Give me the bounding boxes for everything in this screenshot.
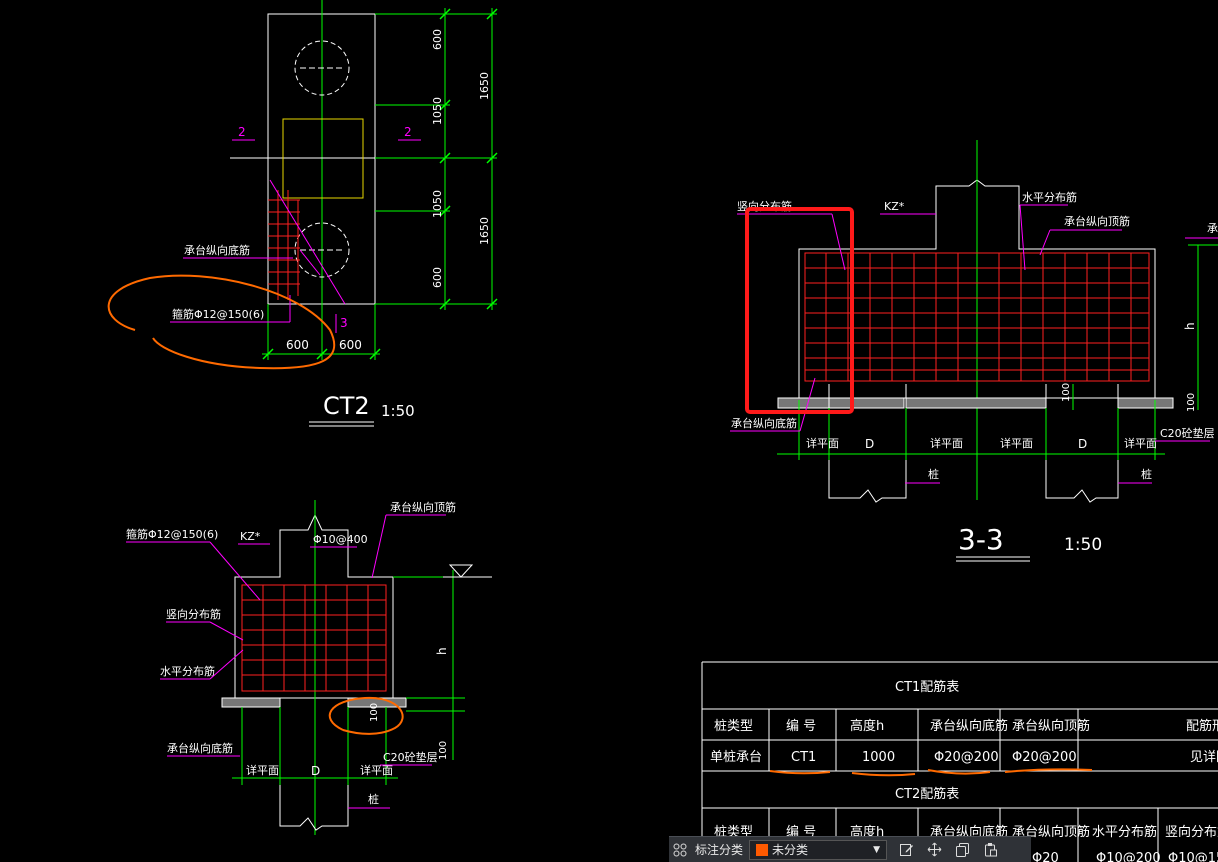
s33-label-pile-top-a: 详平面 (806, 436, 839, 450)
ct2-plan-view: 600 1050 1050 600 1650 1650 600 600 2 2 … (170, 0, 498, 427)
s22-label-top-bar: 承台纵向顶筋 (390, 500, 456, 514)
table-ct1-header-height: 高度h (850, 718, 884, 734)
s22-label-bottom-bar: 承台纵向底筋 (167, 741, 233, 755)
annotation-toolbar: 标注分类 未分类 ▼ (669, 836, 1031, 862)
table-ct2-cell-top: Φ20 (1032, 851, 1059, 862)
s33-dim-100a: 100 (1061, 383, 1072, 402)
table-ct1-cell-bottom: Φ20@200 (934, 750, 999, 765)
s22-label-horizontal: 水平分布筋 (160, 664, 215, 678)
category-label: 标注分类 (695, 843, 744, 857)
s22-label-pile-top2: 详平面 (360, 763, 393, 777)
table-ct1-header-bottom: 承台纵向底筋 (930, 718, 1008, 734)
s33-label-horizontal: 水平分布筋 (1022, 190, 1077, 204)
s22-dim-h: h (435, 647, 449, 655)
s22-label-stirrup: 箍筋Φ12@150(6) (126, 527, 218, 541)
highlight-box-vertical-bar (745, 207, 854, 414)
table-ct2-cell-vertical: Φ10@15 (1168, 851, 1218, 862)
s33-label-edge: 承 (1207, 222, 1218, 235)
s33-label-pile-top-c: 详平面 (1000, 436, 1033, 450)
ct2-dim-600-bottom: 600 (431, 267, 444, 288)
s33-dim-h: h (1183, 322, 1197, 330)
table-ct2-cell-horizontal: Φ10@200 (1096, 851, 1161, 862)
s22-label-vertical: 竖向分布筋 (166, 607, 221, 621)
s33-label-d1: D (865, 437, 874, 451)
section-2-2-view: h 100 100 箍筋Φ12@150(6) KZ* 承台纵向顶筋 Φ10@40… (126, 500, 492, 835)
table-ct1-cell-form: 见详图 (1190, 750, 1218, 765)
ct2-dim-1050-lower: 1050 (431, 190, 444, 218)
table-ct1-header-id: 编 号 (786, 719, 816, 734)
s22-label-pile-top: 详平面 (246, 763, 279, 777)
s22-label-rebar: Φ10@400 (313, 533, 368, 546)
ct2-scale: 1:50 (381, 402, 415, 420)
s33-label-bottom-bar: 承台纵向底筋 (731, 416, 797, 430)
markup-underlines (769, 768, 1093, 777)
ct2-label-stirrup: 箍筋Φ12@150(6) (172, 307, 264, 321)
table-ct1-header-form: 配筋形式 (1186, 718, 1218, 734)
paste-icon[interactable] (979, 839, 1001, 861)
table-ct2-header-vertical: 竖向分布筋 (1165, 824, 1218, 840)
s33-dim-100b: 100 (1186, 393, 1197, 412)
category-color-swatch (756, 843, 769, 856)
edit-icon[interactable] (895, 839, 917, 861)
table-ct1-cell-type: 单桩承台 (710, 750, 762, 765)
s33-label-pile-top-d: 详平面 (1124, 436, 1157, 450)
ct2-dim-1650-upper: 1650 (478, 72, 491, 100)
s33-label-d2: D (1078, 437, 1087, 451)
ct2-dim-600-top: 600 (431, 29, 444, 50)
rebar-tables (701, 661, 1218, 862)
category-select-value: 未分类 (772, 843, 809, 857)
ct2-dim-600-right: 600 (339, 338, 362, 352)
table-ct1-header-type: 桩类型 (714, 719, 753, 734)
table-ct2-title: CT2配筋表 (895, 786, 959, 802)
ct2-label-bottom-bar: 承台纵向底筋 (184, 243, 250, 257)
s33-label-top-bar: 承台纵向顶筋 (1064, 214, 1130, 228)
ct2-dim-600-left: 600 (286, 338, 309, 352)
s22-label-pile: 桩 (368, 792, 379, 806)
s33-label-pile-top-b: 详平面 (930, 436, 963, 450)
s33-label-cushion: C20砼垫层 (1160, 426, 1215, 440)
markup-ellipse-stirrup (107, 274, 336, 370)
section-mark-3-bottom: 3 (340, 316, 348, 330)
ct2-dim-1650-lower: 1650 (478, 217, 491, 245)
copy-icon[interactable] (951, 839, 973, 861)
table-ct1-header-top: 承台纵向顶筋 (1012, 718, 1090, 734)
s33-title: 3-3 (958, 523, 1004, 556)
section-mark-2-left: 2 (238, 125, 246, 139)
s33-label-pile1: 桩 (928, 467, 939, 481)
s33-scale: 1:50 (1064, 535, 1102, 555)
table-ct2-header-top: 承台纵向顶筋 (1012, 824, 1090, 840)
section-3-3-view: 100 100 h 竖向分布筋 KZ* 水平分布筋 承台纵向顶筋 承台纵向底筋 … (730, 140, 1218, 562)
s33-label-pile2: 桩 (1141, 467, 1152, 481)
s22-label-column: KZ* (240, 530, 261, 543)
grid-icon[interactable] (669, 839, 691, 861)
table-ct1-title: CT1配筋表 (895, 679, 959, 695)
section-mark-2-right: 2 (404, 125, 412, 139)
s22-dim-100a: 100 (369, 703, 380, 722)
s22-label-d: D (311, 764, 320, 778)
table-ct2-header-horizontal: 水平分布筋 (1092, 824, 1157, 840)
markup-ellipse-dim100 (328, 696, 404, 735)
s33-label-column: KZ* (884, 200, 905, 213)
ct2-dim-1050-upper: 1050 (431, 97, 444, 125)
table-ct1-cell-top: Φ20@200 (1012, 750, 1077, 765)
s22-dim-100b: 100 (438, 741, 449, 760)
table-ct1-cell-height: 1000 (862, 750, 895, 765)
chevron-down-icon: ▼ (873, 844, 881, 855)
ct2-title: CT2 (323, 392, 370, 420)
move-icon[interactable] (923, 839, 945, 861)
table-ct1-cell-id: CT1 (791, 750, 816, 765)
s22-label-cushion: C20砼垫层 (383, 750, 438, 764)
category-select[interactable]: 未分类 ▼ (749, 839, 888, 860)
